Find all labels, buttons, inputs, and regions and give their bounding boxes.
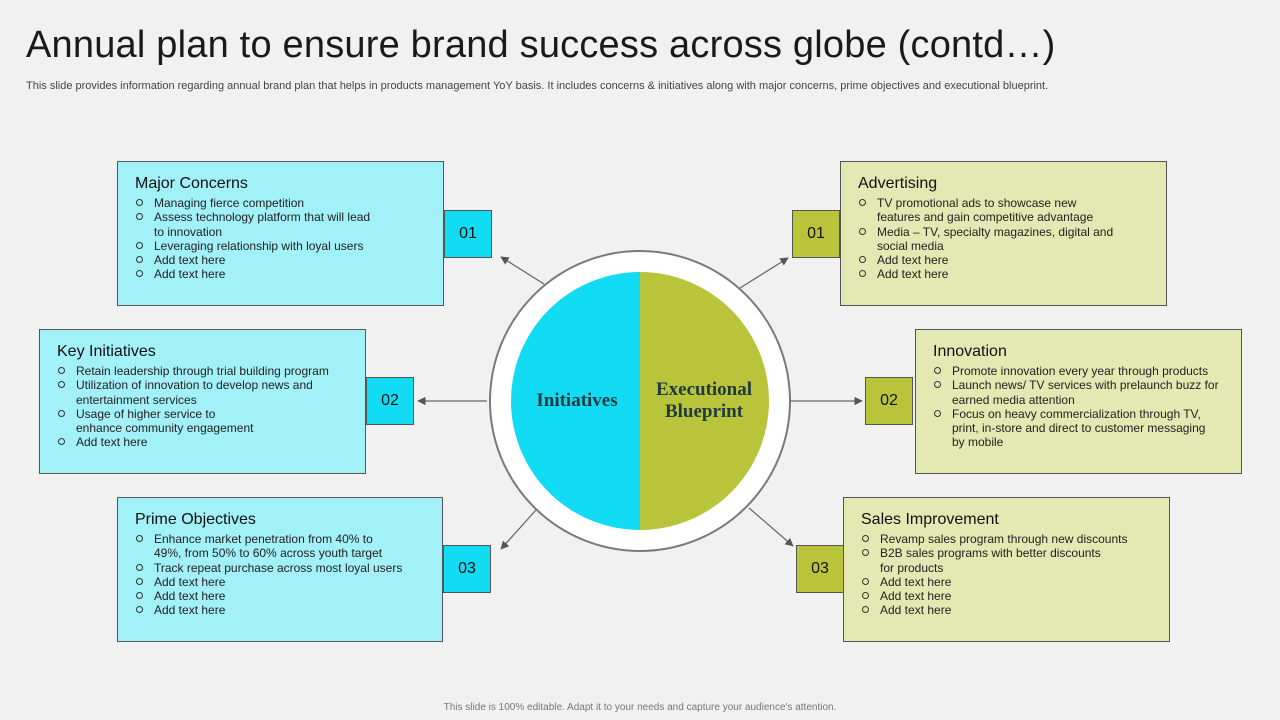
list-item: Utilization of innovation to develop new… [57,378,349,407]
advertising-box: Advertising TV promotional ads to showca… [840,161,1167,306]
center-circle [511,272,769,530]
initiatives-label: Initiatives [536,390,618,411]
list-item: Managing fierce competition [135,196,427,210]
executional-blueprint-line2: Blueprint [664,401,744,422]
number-badge-01-left: 01 [444,210,492,258]
page-subtitle: This slide provides information regardin… [26,80,1049,92]
number-badge-03-left: 03 [443,545,491,593]
footer-note: This slide is 100% editable. Adapt it to… [443,702,837,713]
list-item: Add text here [135,253,427,267]
box-title: Innovation [933,343,1007,360]
box-title: Key Initiatives [57,343,156,360]
prime-objectives-box: Prime Objectives Enhance market penetrat… [117,497,443,642]
list-item: B2B sales programs with better discounts… [861,546,1153,575]
executional-blueprint-line1: Executional [655,379,753,400]
list-item: TV promotional ads to showcase new featu… [858,196,1150,225]
key-initiatives-box: Key Initiatives Retain leadership throug… [39,329,366,474]
innovation-box: Innovation Promote innovation every year… [915,329,1242,474]
list-item: Focus on heavy commercialization through… [933,407,1225,450]
list-item: Add text here [861,575,1153,589]
list-item: Assess technology platform that will lea… [135,210,427,239]
box-title: Sales Improvement [861,511,999,528]
list-item: Add text here [135,575,426,589]
list-item: Track repeat purchase across most loyal … [135,561,426,575]
list-item: Launch news/ TV services with prelaunch … [933,378,1225,407]
list-item: Usage of higher service to enhance commu… [57,407,349,436]
sales-improvement-box: Sales Improvement Revamp sales program t… [843,497,1170,642]
list-item: Add text here [861,589,1153,603]
list-item: Leveraging relationship with loyal users [135,239,427,253]
box-title: Advertising [858,175,938,192]
list-item: Add text here [135,589,426,603]
number-badge-02-left: 02 [366,377,414,425]
major-concerns-box: Major Concerns Managing fierce competiti… [117,161,444,306]
page-title: Annual plan to ensure brand success acro… [26,24,1056,66]
list-item: Add text here [858,267,1150,281]
box-title: Major Concerns [135,175,248,192]
box-title: Prime Objectives [135,511,256,528]
list-item: Enhance market penetration from 40% to 4… [135,532,426,561]
list-item: Add text here [57,435,349,449]
list-item: Add text here [858,253,1150,267]
number-badge-03-right: 03 [796,545,844,593]
initiatives-half [511,272,640,530]
executional-blueprint-label: Executional Blueprint [640,379,768,423]
list-item: Media – TV, specialty magazines, digital… [858,225,1150,254]
list-item: Add text here [135,603,426,617]
list-item: Add text here [135,267,427,281]
list-item: Revamp sales program through new discoun… [861,532,1153,546]
list-item: Retain leadership through trial building… [57,364,349,378]
executional-blueprint-half [640,272,769,530]
list-item: Add text here [861,603,1153,617]
number-badge-02-right: 02 [865,377,913,425]
list-item: Promote innovation every year through pr… [933,364,1225,378]
number-badge-01-right: 01 [792,210,840,258]
